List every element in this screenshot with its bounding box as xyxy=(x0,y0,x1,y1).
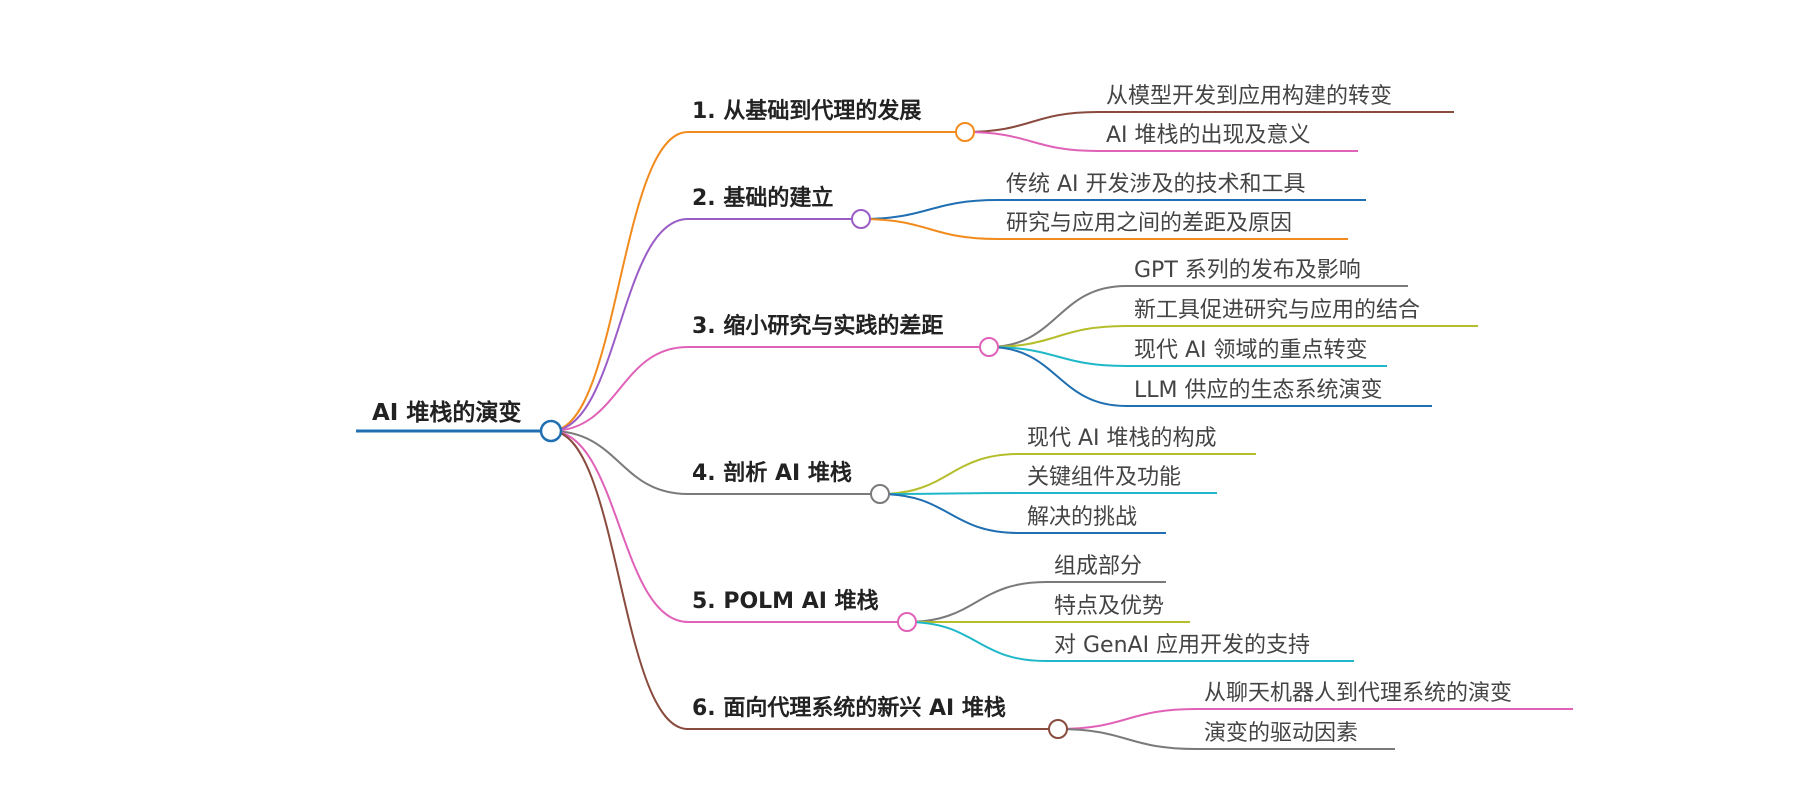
branch-label: 1. 从基础到代理的发展 xyxy=(692,98,921,124)
leaf-label: 从聊天机器人到代理系统的演变 xyxy=(1204,681,1512,706)
leaf-label: 特点及优势 xyxy=(1054,594,1164,619)
branch-label: 2. 基础的建立 xyxy=(692,185,833,211)
leaf-label: 演变的驱动因素 xyxy=(1204,721,1358,746)
branch-node-toggle[interactable] xyxy=(979,337,999,357)
leaf-label: 对 GenAI 应用开发的支持 xyxy=(1054,633,1310,658)
branch-node-toggle[interactable] xyxy=(955,122,975,142)
leaf-connector xyxy=(860,199,999,220)
leaf-label: 现代 AI 堆栈的构成 xyxy=(1027,426,1217,451)
root-node-toggle[interactable] xyxy=(539,419,563,443)
leaf-connector xyxy=(1057,708,1197,730)
leaf-label: GPT 系列的发布及影响 xyxy=(1134,258,1361,283)
branch-node-toggle[interactable] xyxy=(1048,719,1068,739)
branch-connector xyxy=(550,131,689,432)
leaf-label: 解决的挑战 xyxy=(1027,505,1137,530)
leaf-label: 新工具促进研究与应用的结合 xyxy=(1134,298,1420,323)
branch-connector xyxy=(550,430,689,730)
branch-connector xyxy=(550,430,689,495)
branch-label: 5. POLM AI 堆栈 xyxy=(692,589,879,614)
leaf-connector xyxy=(1057,728,1197,750)
leaf-label: AI 堆栈的出现及意义 xyxy=(1106,123,1311,148)
leaf-connector xyxy=(988,285,1127,348)
leaf-connector xyxy=(988,346,1127,407)
leaf-label: 现代 AI 领域的重点转变 xyxy=(1134,338,1368,363)
leaf-label: 关键组件及功能 xyxy=(1027,465,1181,490)
leaf-label: 传统 AI 开发涉及的技术和工具 xyxy=(1006,172,1306,197)
leaf-connector xyxy=(988,325,1127,348)
leaf-label: 从模型开发到应用构建的转变 xyxy=(1106,84,1392,109)
leaf-connector xyxy=(964,111,1099,133)
leaf-connector xyxy=(906,621,1047,662)
leaf-connector xyxy=(879,492,1020,495)
branch-label: 6. 面向代理系统的新兴 AI 堆栈 xyxy=(692,695,1006,721)
leaf-connector xyxy=(860,218,999,240)
leaf-connector xyxy=(964,131,1099,152)
root-label: AI 堆栈的演变 xyxy=(372,399,521,426)
branch-connector xyxy=(550,346,689,432)
leaf-connector xyxy=(906,581,1047,623)
branch-node-toggle[interactable] xyxy=(870,484,890,504)
leaf-label: 研究与应用之间的差距及原因 xyxy=(1006,211,1292,236)
branch-label: 3. 缩小研究与实践的差距 xyxy=(692,313,943,339)
leaf-label: 组成部分 xyxy=(1054,554,1142,579)
leaf-connector xyxy=(988,346,1127,367)
leaf-connector xyxy=(879,493,1020,534)
leaf-label: LLM 供应的生态系统演变 xyxy=(1134,378,1383,403)
branch-connector xyxy=(550,430,689,623)
branch-node-toggle[interactable] xyxy=(851,209,871,229)
branch-node-toggle[interactable] xyxy=(897,612,917,632)
branch-label: 4. 剖析 AI 堆栈 xyxy=(692,460,852,486)
leaf-connector xyxy=(879,453,1020,495)
branch-connector xyxy=(550,218,689,432)
